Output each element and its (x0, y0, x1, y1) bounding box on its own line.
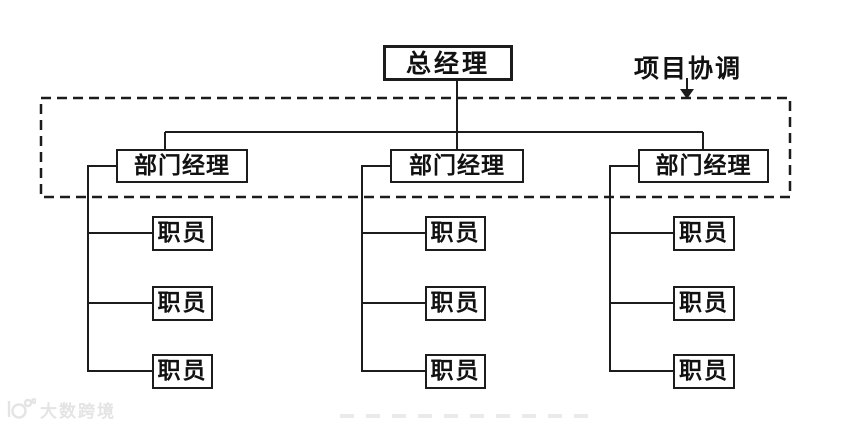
node-general-manager: 总经理 (383, 45, 513, 81)
node-staff-2-2: 职员 (425, 286, 486, 321)
node-staff-1-3: 职员 (152, 354, 213, 389)
coordination-dashed-boundary (39, 96, 792, 199)
node-staff-2-3: 职员 (425, 354, 486, 389)
node-department-manager-2: 部门经理 (390, 149, 524, 183)
node-staff-3-3: 职员 (673, 354, 735, 389)
right-spine-line (609, 165, 673, 372)
watermark-text: 大数跨境 (40, 401, 116, 422)
node-staff-1-2: 职员 (152, 286, 213, 321)
middle-spine-line (361, 165, 425, 372)
node-staff-1-1: 职员 (152, 216, 213, 251)
node-staff-3-1: 职员 (673, 216, 735, 251)
node-staff-3-2: 职员 (673, 286, 735, 321)
down-arrow-icon (680, 89, 694, 99)
left-spine-line (87, 165, 152, 372)
node-department-manager-3: 部门经理 (638, 149, 769, 183)
node-staff-2-1: 职员 (425, 216, 486, 251)
node-department-manager-1: 部门经理 (116, 149, 248, 183)
watermark-logo-icon (7, 398, 36, 419)
coordination-label: 项目协调 (633, 54, 742, 83)
watermark: 大数跨境 (6, 396, 116, 422)
cropped-caption-remnant (340, 414, 588, 418)
